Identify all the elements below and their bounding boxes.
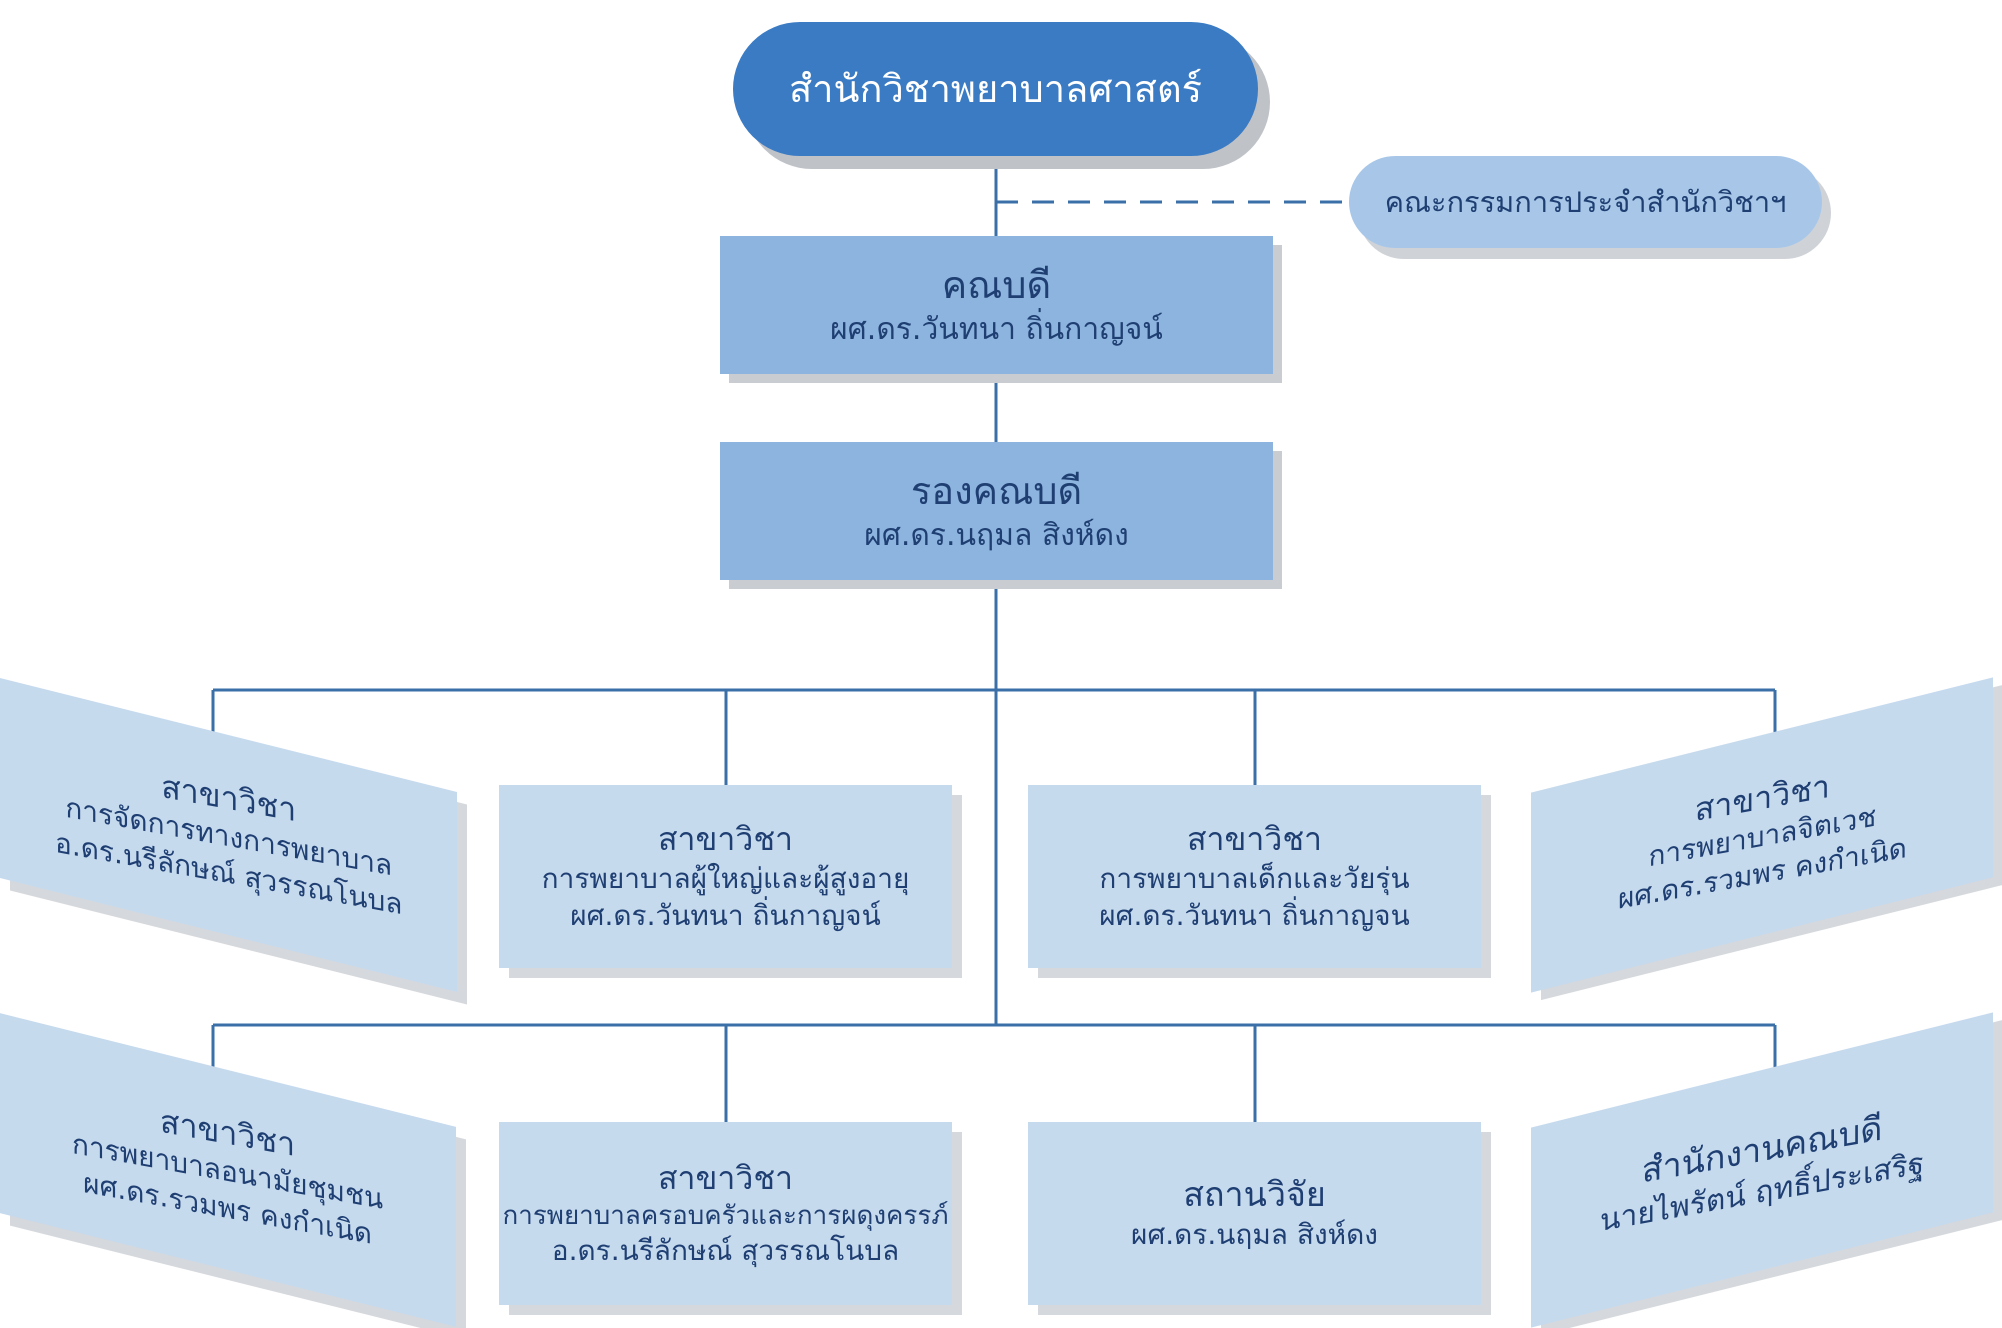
dept-name: ผศ.ดร.วันทนา ถิ่นกาญจน์ — [570, 898, 881, 932]
dept-adult-elderly-nursing: สาขาวิชา การพยาบาลผู้ใหญ่และผู้สูงอายุ ผ… — [499, 785, 952, 968]
dept-head: สาขาวิชา — [658, 820, 793, 859]
deputy-name: ผศ.ดร.นฤมล สิงห์ดง — [864, 518, 1129, 554]
dept-name: ผศ.ดร.นฤมล สิงห์ดง — [1131, 1218, 1378, 1252]
dept-name: อ.ดร.นรีลักษณ์ สุวรรณโนบล — [551, 1234, 900, 1268]
dept-head: สาขาวิชา — [658, 1158, 793, 1197]
dept-head: สาขาวิชา — [1187, 820, 1322, 859]
dept-field: การพยาบาลเด็กและวัยรุ่น — [1099, 861, 1410, 895]
dean-node: คณบดี ผศ.ดร.วันทนา ถิ่นกาญจน์ — [720, 236, 1273, 374]
dean-name: ผศ.ดร.วันทนา ถิ่นกาญจน์ — [830, 312, 1163, 348]
root-label: สำนักวิชาพยาบาลศาสตร์ — [788, 66, 1203, 111]
dept-head: สถานวิจัย — [1183, 1174, 1326, 1215]
dept-family-midwifery-nursing: สาขาวิชา การพยาบาลครอบครัวและการผดุงครรภ… — [499, 1122, 952, 1305]
committee-label: คณะกรรมการประจำสำนักวิชาฯ — [1384, 184, 1787, 219]
deputy-title: รองคณบดี — [910, 469, 1083, 514]
research-institute-node: สถานวิจัย ผศ.ดร.นฤมล สิงห์ดง — [1028, 1122, 1481, 1305]
dean-title: คณบดี — [941, 263, 1052, 308]
root-node: สำนักวิชาพยาบาลศาสตร์ — [733, 22, 1258, 156]
dept-name: ผศ.ดร.วันทนา ถิ่นกาญจน — [1099, 898, 1410, 932]
committee-node: คณะกรรมการประจำสำนักวิชาฯ — [1349, 156, 1822, 248]
dept-field: การพยาบาลผู้ใหญ่และผู้สูงอายุ — [541, 861, 910, 895]
dept-child-adolescent-nursing: สาขาวิชา การพยาบาลเด็กและวัยรุ่น ผศ.ดร.ว… — [1028, 785, 1481, 968]
deputy-node: รองคณบดี ผศ.ดร.นฤมล สิงห์ดง — [720, 442, 1273, 580]
dept-field: การพยาบาลครอบครัวและการผดุงครรภ์ — [502, 1200, 949, 1231]
